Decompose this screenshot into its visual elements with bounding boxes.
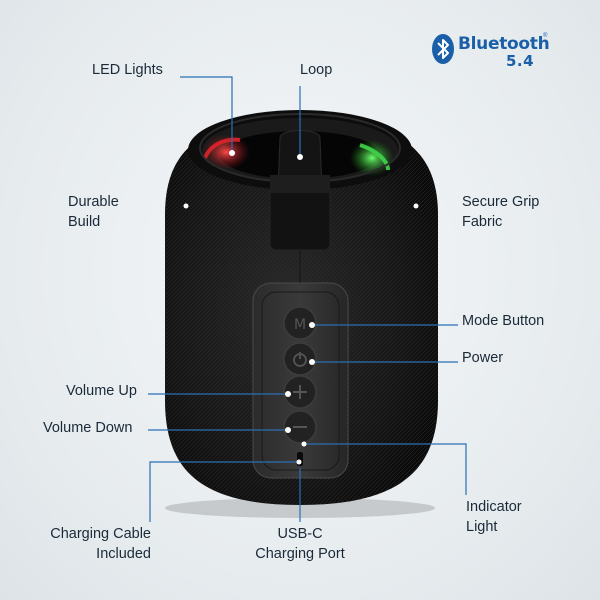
secure-grip-line-1: Secure Grip — [462, 194, 540, 210]
callout-dot — [183, 203, 189, 209]
callout-dot — [229, 150, 235, 156]
callout-dot — [285, 391, 291, 397]
mode-button: M — [283, 306, 317, 340]
bluetooth-version: 5.4 — [506, 52, 535, 70]
volume-up-button — [283, 375, 317, 409]
led-red-glow — [202, 134, 250, 170]
charging-cable-line-2: Included — [96, 546, 151, 562]
usb-c-line-2: Charging Port — [255, 546, 345, 562]
loop-strap — [269, 130, 331, 251]
volume-down-button — [283, 410, 317, 444]
callout-indicator — [304, 443, 467, 495]
mode-button-label: Mode Button — [462, 313, 545, 329]
led-lights-label: LED Lights — [92, 62, 163, 78]
callout-dot — [285, 427, 291, 433]
usb-c-label: USB-C Charging Port — [250, 524, 350, 564]
durable-build-line-2: Build — [68, 214, 101, 230]
indicator-light-label: Indicator Light — [466, 497, 522, 537]
bluetooth-wordmark: Bluetooth — [458, 34, 550, 54]
bluetooth-logo: Bluetooth ® 5.4 — [430, 30, 550, 74]
charging-cable-label: Charging Cable Included — [41, 524, 151, 564]
callout-dot — [309, 322, 315, 328]
charging-cable-line-1: Charging Cable — [50, 526, 151, 542]
indicator-line-2: Light — [466, 519, 498, 535]
callout-dot — [301, 441, 307, 447]
loop-label: Loop — [300, 62, 333, 78]
callout-led — [180, 76, 233, 153]
callout-cable — [149, 461, 299, 522]
svg-text:M: M — [294, 317, 306, 333]
durable-build-line-1: Durable — [68, 194, 119, 210]
callout-dot — [296, 459, 302, 465]
registered-mark: ® — [543, 33, 548, 39]
volume-down-label: Volume Down — [43, 420, 133, 436]
usb-c-line-1: USB-C — [277, 526, 323, 542]
power-button — [283, 342, 317, 376]
secure-grip-line-2: Fabric — [462, 214, 503, 230]
durable-build-label: Durable Build — [68, 192, 119, 232]
callout-dot — [413, 203, 419, 209]
volume-up-label: Volume Up — [66, 383, 137, 399]
callout-dot — [297, 154, 303, 160]
callout-dot — [309, 359, 315, 365]
secure-grip-label: Secure Grip Fabric — [462, 192, 539, 232]
bluetooth-icon — [432, 34, 454, 64]
power-label: Power — [462, 350, 504, 366]
indicator-line-1: Indicator — [466, 499, 522, 515]
